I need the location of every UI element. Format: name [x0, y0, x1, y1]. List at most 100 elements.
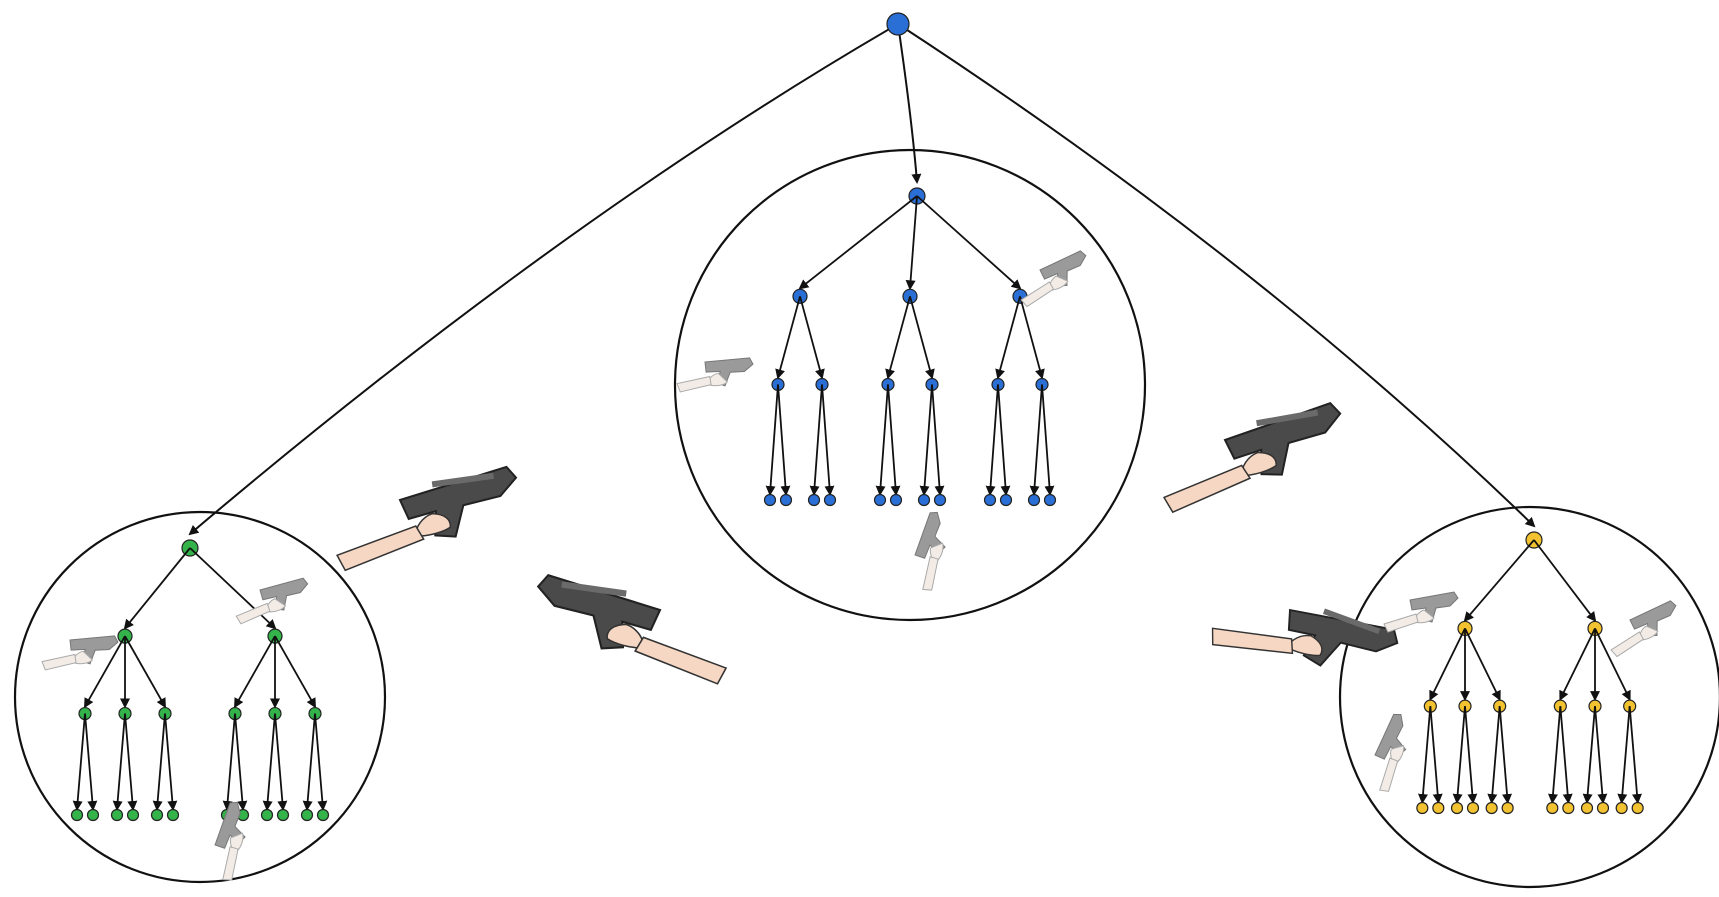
tree-leaf-node — [168, 810, 179, 821]
tree-edge — [1042, 384, 1050, 494]
tree-edge — [117, 714, 125, 809]
tree-leaf-node — [875, 495, 886, 506]
tree-edge — [1465, 540, 1534, 620]
tree-edge — [157, 714, 165, 809]
tree-leaf-node — [1452, 803, 1463, 814]
tree-edge — [822, 384, 830, 494]
edge-root-center — [898, 24, 917, 182]
tree-edge — [924, 384, 932, 494]
root-node — [887, 13, 909, 35]
tree-edge — [1595, 628, 1630, 699]
tree-leaf-node — [781, 495, 792, 506]
tree-edge — [1034, 384, 1042, 494]
tree-edge — [1500, 706, 1508, 802]
tree-edge — [315, 714, 323, 809]
tree-edge — [1020, 296, 1042, 377]
tree-edge — [1560, 706, 1568, 802]
tree-leaf-node — [919, 495, 930, 506]
tree-edge — [1465, 706, 1473, 802]
tree-edge — [227, 714, 235, 809]
tree-leaf-node — [152, 810, 163, 821]
tree-edge — [1560, 628, 1595, 699]
tree-edge — [85, 714, 93, 809]
tree-edge — [235, 714, 243, 809]
tree-edge — [770, 384, 778, 494]
tree-edge — [778, 296, 800, 377]
tree-leaf-node — [278, 810, 289, 821]
tree-leaf-node — [1616, 803, 1627, 814]
tree-edge — [814, 384, 822, 494]
tree-edge — [275, 636, 315, 706]
faded-hand-pistol-icon — [195, 799, 267, 883]
tree-edge — [1587, 706, 1595, 802]
tree-edge — [1465, 628, 1500, 699]
tree-leaf-node — [1547, 803, 1558, 814]
tree-leaf-node — [1468, 803, 1479, 814]
tree-edge — [888, 384, 896, 494]
tree-leaf-node — [1502, 803, 1513, 814]
tree-leaf-node — [88, 810, 99, 821]
hand-holding-pistol-icon — [328, 466, 525, 571]
tree-leaf-node — [262, 810, 273, 821]
tree-leaf-node — [935, 495, 946, 506]
tree-edge — [917, 196, 1020, 288]
tree-edge — [778, 384, 786, 494]
hand-holding-pistol-icon — [528, 574, 735, 685]
tree-leaf-node — [1486, 803, 1497, 814]
tree-edge — [880, 384, 888, 494]
tree-leaf-node — [1001, 495, 1012, 506]
tree-leaf-node — [302, 810, 313, 821]
tree-leaf-node — [765, 495, 776, 506]
tree-edge — [125, 548, 190, 628]
tree-edge — [800, 196, 917, 288]
tree-edge — [1534, 540, 1595, 620]
tree-leaf-node — [1598, 803, 1609, 814]
tree-leaf-node — [891, 495, 902, 506]
tree-edge — [910, 196, 917, 288]
faded-hand-pistol-icon — [676, 352, 753, 398]
faded-hand-pistol-icon — [1603, 600, 1685, 658]
faded-hand-pistol-icon — [895, 509, 967, 593]
tree-edge — [990, 384, 998, 494]
tree-edge — [1422, 706, 1430, 802]
hand-holding-pistol-icon — [1153, 402, 1352, 513]
tree-edge — [77, 714, 85, 809]
tree-edge — [800, 296, 822, 377]
faded-hand-pistol-icon — [1354, 711, 1429, 795]
tree-leaf-node — [1029, 495, 1040, 506]
tree-leaf-node — [1632, 803, 1643, 814]
tree-leaf-node — [1582, 803, 1593, 814]
tree-leaf-node — [1045, 495, 1056, 506]
tree-edge — [1552, 706, 1560, 802]
tree-leaf-node — [72, 810, 83, 821]
cluster-circle-right — [1340, 507, 1719, 887]
tree-leaf-node — [825, 495, 836, 506]
faded-hand-pistol-icon — [1384, 592, 1458, 632]
tree-edge — [267, 714, 275, 809]
tree-edge — [910, 296, 932, 377]
tree-leaf-node — [128, 810, 139, 821]
tree-edge — [190, 548, 275, 628]
tree-leaf-node — [112, 810, 123, 821]
edge-root-left — [190, 24, 898, 534]
cluster-layer — [15, 150, 1719, 887]
tree-leaf-node — [318, 810, 329, 821]
gun-layer — [41, 250, 1684, 884]
tree-edge — [275, 714, 283, 809]
tree-edge — [307, 714, 315, 809]
tree-edge — [1492, 706, 1500, 802]
tree-edge — [125, 636, 165, 706]
cluster-center — [675, 150, 1145, 620]
tree-edge — [998, 384, 1006, 494]
tree-edge — [1457, 706, 1465, 802]
tree-leaf-node — [809, 495, 820, 506]
cluster-circle-center — [675, 150, 1145, 620]
cluster-left — [15, 512, 385, 882]
tree-leaf-node — [1417, 803, 1428, 814]
tree-edge — [888, 296, 910, 377]
cluster-right — [1340, 507, 1719, 887]
tree-edge — [932, 384, 940, 494]
faded-hand-pistol-icon — [1013, 250, 1095, 308]
